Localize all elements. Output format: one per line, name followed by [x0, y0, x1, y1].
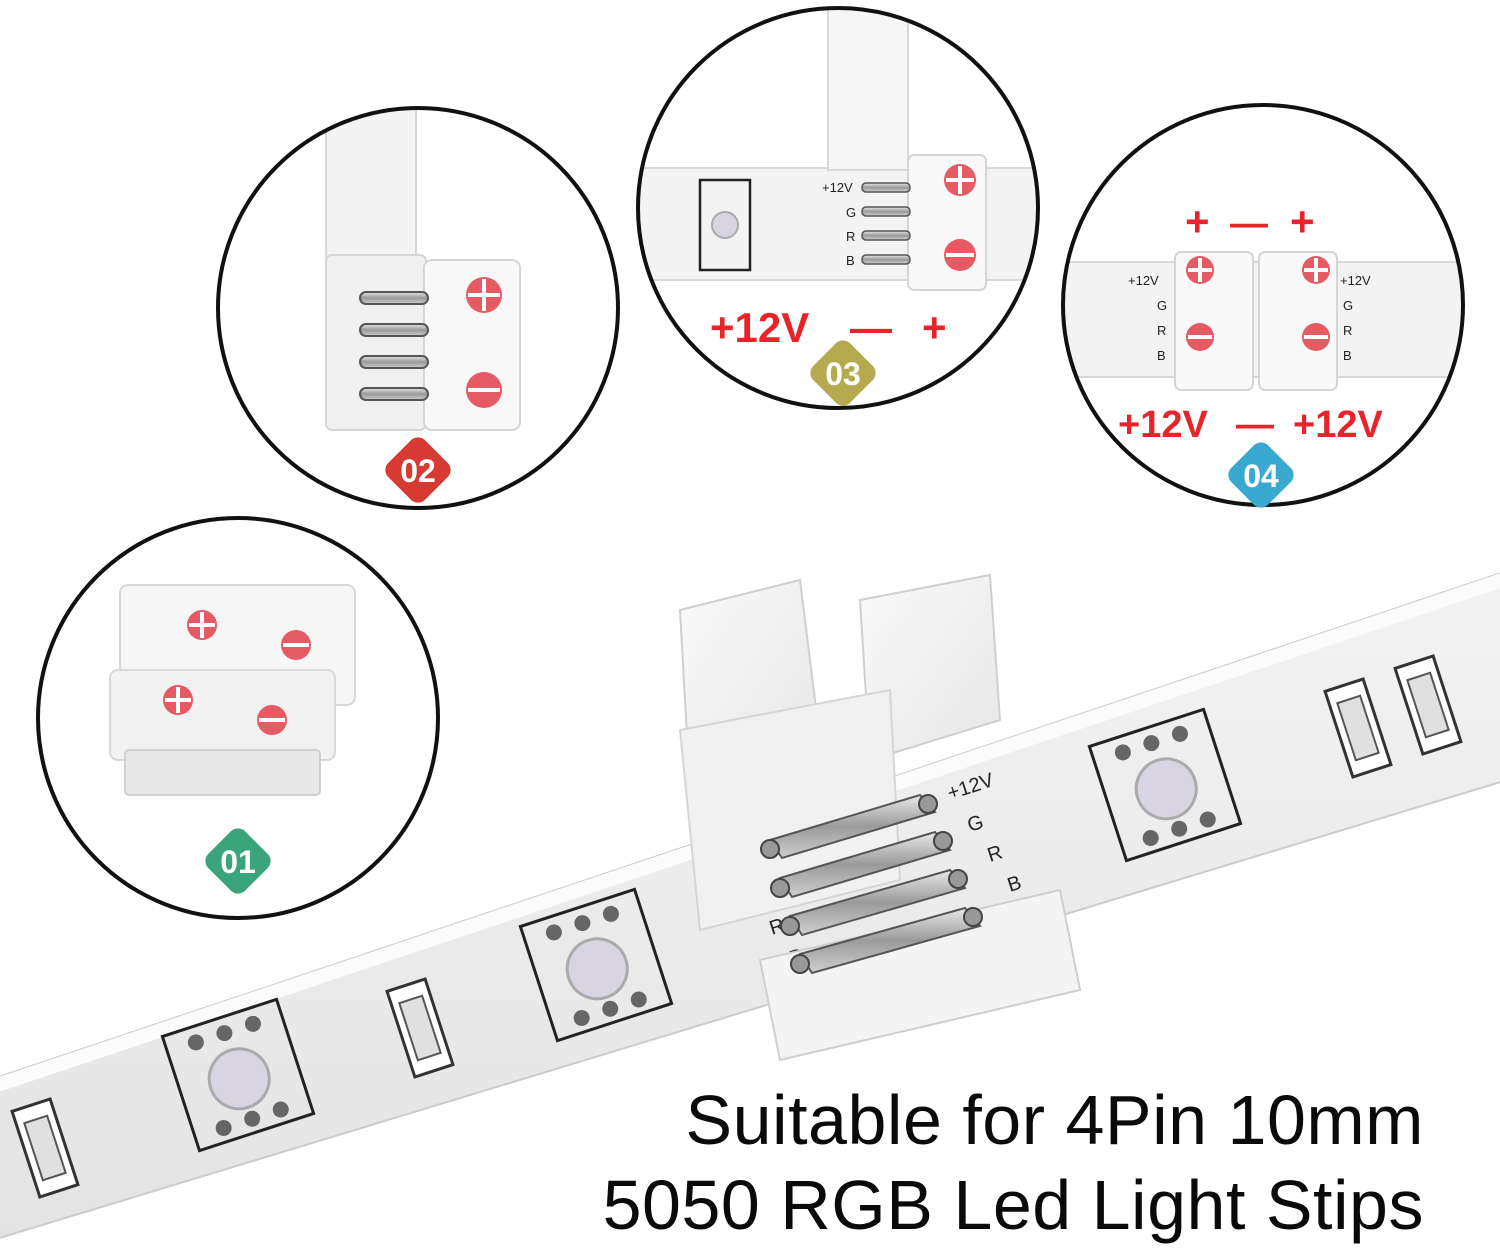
callout-badge: [1228, 442, 1294, 508]
polarity-right: +: [922, 304, 947, 351]
resistor: [1393, 654, 1463, 756]
pin-label-r: R: [1343, 323, 1352, 338]
minus-terminal-icon: [1302, 323, 1330, 351]
callout-04: +12V G R B +12V G R B + — + +12V — +12V …: [1061, 103, 1465, 508]
pin-label-r: R: [1157, 323, 1166, 338]
caption-line-1: Suitable for 4Pin 10mm: [685, 1081, 1424, 1159]
strip-label-r: R: [985, 841, 1006, 866]
pin-label-r: R: [846, 229, 855, 244]
callout-badge: [810, 340, 876, 406]
smd-led: [1087, 707, 1243, 863]
callout-02: 02: [216, 106, 620, 510]
pin-label-12v: +12V: [822, 180, 853, 195]
callout-01: 01: [36, 516, 440, 920]
pin-label-g: G: [1343, 298, 1353, 313]
minus-terminal-icon: [466, 372, 502, 408]
polarity-dash: —: [1236, 404, 1274, 446]
polarity-dash: —: [850, 304, 892, 351]
strip-label-g: G: [965, 811, 987, 837]
pin-label-12v: +12V: [1340, 273, 1371, 288]
plus-terminal-icon: [187, 610, 217, 640]
pin-label-12v: +12V: [1128, 273, 1159, 288]
minus-terminal-icon: [281, 630, 311, 660]
pin-label-b: B: [846, 253, 855, 268]
plus-terminal-icon: [1186, 256, 1214, 284]
polarity-right: +: [1290, 198, 1315, 245]
polarity-left: +12V: [710, 304, 809, 351]
polarity-dash: —: [1230, 203, 1268, 245]
minus-terminal-icon: [944, 239, 976, 271]
polarity-left: +: [1185, 198, 1210, 245]
pin-label-b: B: [1343, 348, 1352, 363]
strip-label-b: B: [1005, 872, 1024, 897]
caption-line-2: 5050 RGB Led Light Stips: [602, 1166, 1424, 1244]
minus-terminal-icon: [1186, 323, 1214, 351]
polarity-left: +12V: [1118, 404, 1208, 446]
plus-terminal-icon: [944, 164, 976, 196]
callout-number: 02: [400, 453, 436, 489]
minus-terminal-icon: [257, 705, 287, 735]
plus-terminal-icon: [466, 277, 502, 313]
callout-number: 04: [1243, 458, 1279, 494]
smd-led: [160, 997, 316, 1153]
callout-number: 03: [825, 356, 861, 392]
metal-pins: [760, 793, 983, 975]
callout-03: +12V G R B +12V — + 03: [636, 6, 1040, 410]
plus-terminal-icon: [1302, 256, 1330, 284]
pin-label-g: G: [846, 205, 856, 220]
pin-label-g: G: [1157, 298, 1167, 313]
smd-led: [518, 887, 674, 1043]
callout-number: 01: [220, 844, 256, 880]
resistor: [1323, 677, 1393, 779]
strip-connector: [678, 573, 1082, 1062]
plus-terminal-icon: [163, 685, 193, 715]
resistor: [385, 977, 455, 1079]
polarity-right: +12V: [1293, 404, 1383, 446]
callout-badge: [385, 437, 451, 503]
resistor: [10, 1097, 80, 1199]
pin-label-b: B: [1157, 348, 1166, 363]
callout-badge: [205, 828, 271, 894]
